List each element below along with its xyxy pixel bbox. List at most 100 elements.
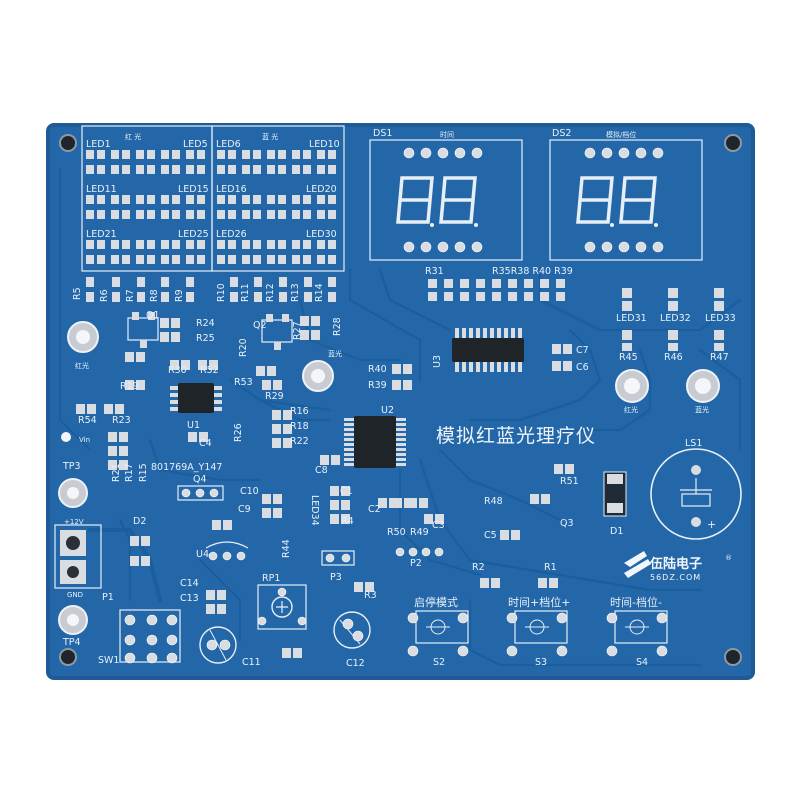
button-s3-caption: 时间+档位+: [508, 595, 570, 609]
led-left-pad: [122, 195, 130, 204]
label-r27: R27: [292, 321, 303, 340]
resistor-pad: [556, 292, 565, 301]
label-r10: R10: [216, 283, 227, 302]
led-pad: [714, 301, 724, 311]
u3-pin: [511, 328, 515, 338]
label-q1: Q1: [146, 310, 160, 321]
smd-pad: [130, 536, 139, 546]
u1-pin: [170, 393, 178, 397]
u1-pin: [214, 407, 222, 411]
resistor-row-display: R31 R35R38 R40 R39: [425, 266, 573, 301]
label-led33: LED33: [705, 313, 736, 324]
ic-u2: U2: [344, 405, 406, 468]
mounting-hole-bl: [59, 648, 77, 666]
button-s2-ref: S2: [433, 657, 445, 668]
label-r6: R6: [99, 289, 110, 302]
u2-pin: [344, 423, 354, 426]
emitter-blue-small-label: 蓝光: [328, 349, 342, 358]
u3-pin: [476, 328, 480, 338]
u2-pin: [396, 438, 406, 441]
led-right-pad: [217, 165, 225, 174]
smd-pad: [119, 460, 128, 470]
smd-pad: [565, 464, 574, 474]
label-c13: C13: [180, 593, 199, 604]
label-c2: C2: [368, 504, 381, 515]
label-r43: R46: [664, 352, 683, 363]
u3-pin: [483, 328, 487, 338]
smd-pad: [283, 410, 292, 420]
resistor-pad: [622, 330, 632, 340]
led-left-pad: [147, 255, 155, 264]
smd-pad: [87, 404, 96, 414]
smd-pad: [212, 520, 221, 530]
smd-pad: [108, 446, 117, 456]
u2-pin: [344, 418, 354, 421]
led-left-pad: [97, 165, 105, 174]
led-right-pad: [242, 255, 250, 264]
smd-pad: [160, 318, 169, 328]
led-left-pad: [172, 195, 180, 204]
smd-pad: [119, 446, 128, 456]
led-left-pad: [186, 150, 194, 159]
smd-pad: [530, 494, 539, 504]
led-left-pad: [86, 150, 94, 159]
resistor-pad: [86, 277, 94, 287]
led-left-pad: [186, 210, 194, 219]
u2-pin: [344, 458, 354, 461]
label-r1: R1: [544, 562, 557, 573]
label-p2: P2: [410, 558, 422, 569]
led-left-pad: [186, 255, 194, 264]
smd-pad: [354, 582, 363, 592]
ds1-pin: [403, 147, 415, 159]
led-right-pad: [228, 195, 236, 204]
led-right-pad: [292, 150, 300, 159]
led-left-pad: [86, 165, 94, 174]
label-c1: C1: [340, 486, 353, 497]
resistor-pad: [714, 343, 724, 351]
ds2-pin: [584, 147, 596, 159]
u3-pin: [511, 362, 515, 372]
ic-u3: U3: [432, 328, 524, 372]
resistor-pad: [428, 279, 437, 288]
led-right-pad: [292, 240, 300, 249]
led-left-pad: [111, 210, 119, 219]
u2-pin: [344, 433, 354, 436]
resistor-pad: [428, 292, 437, 301]
smd-pad: [480, 578, 489, 588]
led-right-pad: [228, 255, 236, 264]
led-left-pad: [147, 165, 155, 174]
label-c7: C7: [576, 345, 589, 356]
smd-pad: [115, 404, 124, 414]
button-s2: 启停模式 S2: [407, 595, 469, 668]
label-r37: R40: [368, 364, 387, 375]
buzzer-ls1: LS1 +: [650, 438, 742, 540]
resistor-pad: [476, 292, 485, 301]
resistor-pad: [444, 292, 453, 301]
label-r25: R25: [196, 333, 215, 344]
label-part-number: 801769A_Y147: [151, 462, 222, 473]
led-left-pad: [136, 165, 144, 174]
label-c8: C8: [315, 465, 328, 476]
label-r3: R3: [364, 590, 377, 601]
led-right-pad: [303, 150, 311, 159]
led-left-pad: [197, 165, 205, 174]
led-left-pad: [136, 210, 144, 219]
display-ds2-ref: DS2: [552, 128, 571, 139]
led-right-pad: [317, 195, 325, 204]
u2-pin: [396, 463, 406, 466]
u3-pin: [455, 328, 459, 338]
emitter-red-small-label: 红光: [75, 361, 89, 370]
led-matrix-right: 蓝 光 LED6 LED10 LED16 LED20 LED26 LED30: [211, 125, 345, 272]
led-right-pad: [328, 210, 336, 219]
resistor-pad: [508, 279, 517, 288]
led-right-pad: [253, 165, 261, 174]
led-left-pad: [147, 210, 155, 219]
smd-pad: [293, 648, 302, 658]
led-matrix-left: 红 光 LED1 LED5 LED11 LED15 LED21 LED25: [81, 125, 213, 272]
label-p3: P3: [330, 572, 342, 583]
label-r16: R16: [290, 406, 309, 417]
label-c12: C12: [346, 658, 365, 669]
label-led34: LED34: [309, 495, 320, 526]
label-u2: U2: [381, 405, 394, 416]
led-label-led25: LED25: [178, 229, 209, 240]
